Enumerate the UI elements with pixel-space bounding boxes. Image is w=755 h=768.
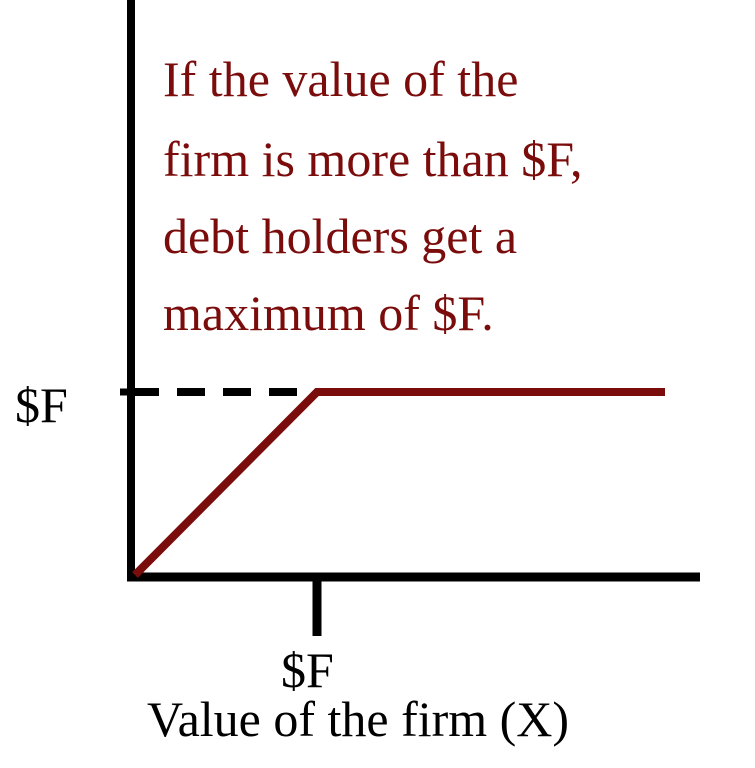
x-axis-label: Value of the firm (X) xyxy=(147,691,569,747)
annotation-line-2: firm is more than $F, xyxy=(163,131,583,187)
y-tick-label: $F xyxy=(15,377,68,433)
annotation-line-4: maximum of $F. xyxy=(163,285,494,341)
annotation-text: If the value of the firm is more than $F… xyxy=(163,51,595,341)
x-tick-label: $F xyxy=(281,642,334,698)
annotation-line-3: debt holders get a xyxy=(163,208,517,264)
debt-payoff-line xyxy=(132,388,665,578)
annotation-line-1: If the value of the xyxy=(163,51,518,107)
